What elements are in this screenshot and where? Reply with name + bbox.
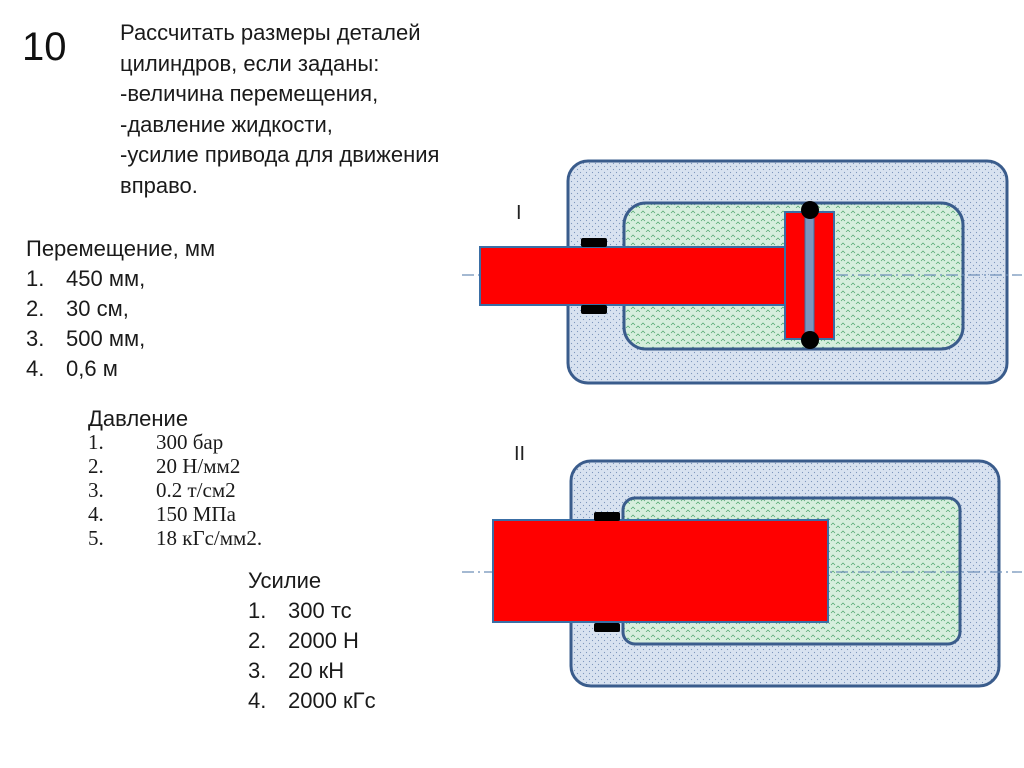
task-line: -величина перемещения, xyxy=(120,81,379,106)
list-value: 30 см, xyxy=(66,296,129,321)
list-value: 300 тс xyxy=(288,598,352,623)
list-number: 2. xyxy=(88,454,104,478)
cylinder-1-piston-groove xyxy=(804,213,815,338)
list-number: 4. xyxy=(26,356,45,381)
list-item: 1. 450 мм, xyxy=(26,264,145,294)
list-value: 450 мм, xyxy=(66,266,146,291)
list-value: 20 Н/мм2 xyxy=(156,454,241,478)
list-number: 1. xyxy=(248,598,267,623)
force-title: Усилие xyxy=(248,568,322,593)
cylinder-2-piston-rod xyxy=(492,519,829,623)
list-value: 150 МПа xyxy=(156,502,236,526)
list-value: 0,6 м xyxy=(66,356,118,381)
cylinder-2-label: II xyxy=(514,443,525,465)
list-number: 3. xyxy=(88,478,104,502)
list-value: 2000 Н xyxy=(288,628,359,653)
list-number: 5. xyxy=(88,526,104,550)
list-value: 0.2 т/см2 xyxy=(156,478,236,502)
list-item: 3. 0.2 т/см2 xyxy=(88,478,262,502)
task-line: цилиндров, если заданы: xyxy=(120,50,380,76)
list-number: 1. xyxy=(26,266,45,291)
list-item: 3. 20 кН xyxy=(248,656,376,686)
cylinder-2-rod-seal-top xyxy=(594,512,620,521)
list-item: 1. 300 тс xyxy=(248,596,376,626)
list-number: 4. xyxy=(88,502,104,526)
list-number: 4. xyxy=(248,688,267,713)
cylinder-2-rod-seal-bottom xyxy=(594,623,620,632)
list-number: 3. xyxy=(26,326,45,351)
cylinder-1-rod-seal-bottom xyxy=(581,305,607,314)
task-line: вправо. xyxy=(120,172,198,198)
task-line: -давление жидкости, xyxy=(120,111,333,137)
list-item: 2. 2000 Н xyxy=(248,626,376,656)
list-value: 18 кГс/мм2. xyxy=(156,526,263,550)
list-number: 1. xyxy=(88,430,104,454)
list-number: 2. xyxy=(26,296,45,321)
list-item: 3. 500 мм, xyxy=(26,324,145,354)
list-value: 2000 кГс xyxy=(288,688,376,713)
list-value: 500 мм, xyxy=(66,326,146,351)
list-item: 4. 2000 кГс xyxy=(248,686,376,716)
cylinder-1: I xyxy=(462,159,1022,385)
list-item: 4. 150 МПа xyxy=(88,502,262,526)
slide-number: 10 xyxy=(22,25,67,69)
cylinder-1-rod-seal-top xyxy=(581,238,607,247)
cylinder-1-rod xyxy=(479,246,788,306)
force-list: 1. 300 тс 2. 2000 Н 3. 20 кН 4. 2000 кГс xyxy=(248,596,376,716)
displacement-list: 1. 450 мм, 2. 30 см, 3. 500 мм, 4. 0,6 м xyxy=(26,264,145,384)
list-item: 4. 0,6 м xyxy=(26,354,145,384)
task-line: -усилие привода для движения xyxy=(120,142,440,167)
cylinder-1-seal-bottom xyxy=(801,331,819,349)
list-item: 5. 18 кГс/мм2. xyxy=(88,526,262,550)
list-value: 300 бар xyxy=(156,430,224,454)
list-value: 20 кН xyxy=(288,658,345,683)
list-item: 2. 20 Н/мм2 xyxy=(88,454,262,478)
cylinder-1-seal-top xyxy=(801,201,819,219)
list-number: 3. xyxy=(248,658,267,683)
list-item: 2. 30 см, xyxy=(26,294,145,324)
cylinder-2: II xyxy=(462,443,1022,688)
list-item: 1. 300 бар xyxy=(88,430,262,454)
task-statement: Рассчитать размеры деталей цилиндров, ес… xyxy=(120,18,520,201)
pressure-list: 1. 300 бар 2. 20 Н/мм2 3. 0.2 т/см2 4. 150 М… xyxy=(88,430,262,550)
task-line: Рассчитать размеры деталей xyxy=(120,20,421,45)
cylinder-1-label: I xyxy=(516,202,522,224)
pressure-title: Давление xyxy=(88,406,189,431)
list-number: 2. xyxy=(248,628,267,653)
displacement-title: Перемещение, мм xyxy=(26,236,216,261)
